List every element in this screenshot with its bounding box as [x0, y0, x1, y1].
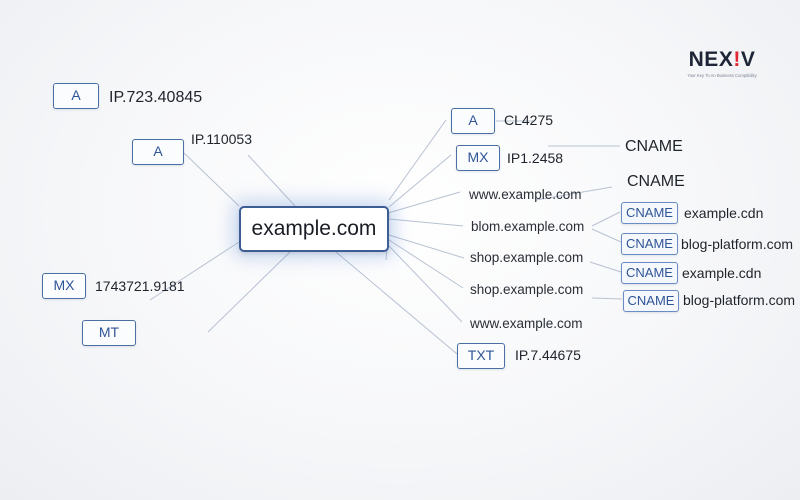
record-value: CL4275: [504, 112, 554, 128]
connector-line: [388, 119, 447, 201]
record-type-a[interactable]: A: [132, 139, 184, 165]
cname-target: example.cdn: [684, 205, 764, 221]
connector-line: [591, 297, 623, 300]
domain-node[interactable]: example.com: [239, 206, 389, 252]
record-value: IP.723.40845: [109, 89, 203, 106]
hostname: blom.example.com: [471, 219, 585, 234]
record-value: IP.110053: [191, 131, 252, 147]
record-type-txt[interactable]: TXT: [457, 343, 505, 369]
connector-line: [388, 234, 465, 259]
brand-logo: NEX!V: [688, 48, 756, 71]
brand-logo-block: NEX!V Your Key To An Business Comptibili…: [680, 48, 764, 78]
record-value: IP.7.44675: [515, 347, 581, 363]
cname-label: CNAME: [625, 138, 683, 155]
connector-line: [388, 245, 463, 323]
connector-line: [388, 154, 452, 208]
cname-label: CNAME: [627, 173, 685, 190]
connector-line: [387, 191, 461, 214]
record-value: 1743721.9181: [95, 278, 185, 294]
connector-line: [591, 211, 621, 227]
cname-target: blog-platform.com: [681, 236, 794, 252]
cname-target: blog-platform.com: [683, 292, 796, 308]
record-type-mx[interactable]: MX: [456, 145, 500, 171]
record-type-cname[interactable]: CNAME: [621, 262, 678, 284]
record-type-a[interactable]: A: [451, 108, 495, 134]
connector-line: [247, 154, 296, 207]
connector-line: [207, 251, 291, 333]
record-type-cname[interactable]: CNAME: [621, 202, 678, 224]
record-value: IP1.2458: [507, 150, 564, 166]
hostname: shop.example.com: [470, 250, 584, 265]
connector-line: [535, 186, 613, 201]
record-type-mt[interactable]: MT: [82, 320, 136, 346]
brand-tagline: Your Key To An Business Comptibility: [687, 73, 757, 78]
hostname: www.example.com: [469, 187, 582, 202]
connector-line: [388, 239, 464, 289]
connector-line: [335, 251, 458, 355]
cname-target: example.cdn: [682, 265, 762, 281]
hostname: shop.example.com: [470, 282, 584, 297]
hostname: www.example.com: [470, 316, 583, 331]
record-type-cname[interactable]: CNAME: [623, 290, 679, 312]
record-type-cname[interactable]: CNAME: [621, 233, 678, 255]
connector-line: [183, 152, 240, 207]
record-type-mx[interactable]: MX: [42, 273, 86, 299]
connector-line: [388, 218, 464, 227]
connector-line: [591, 228, 622, 243]
record-type-a[interactable]: A: [53, 83, 99, 109]
connector-line: [589, 261, 622, 273]
connector-line: [149, 241, 240, 301]
